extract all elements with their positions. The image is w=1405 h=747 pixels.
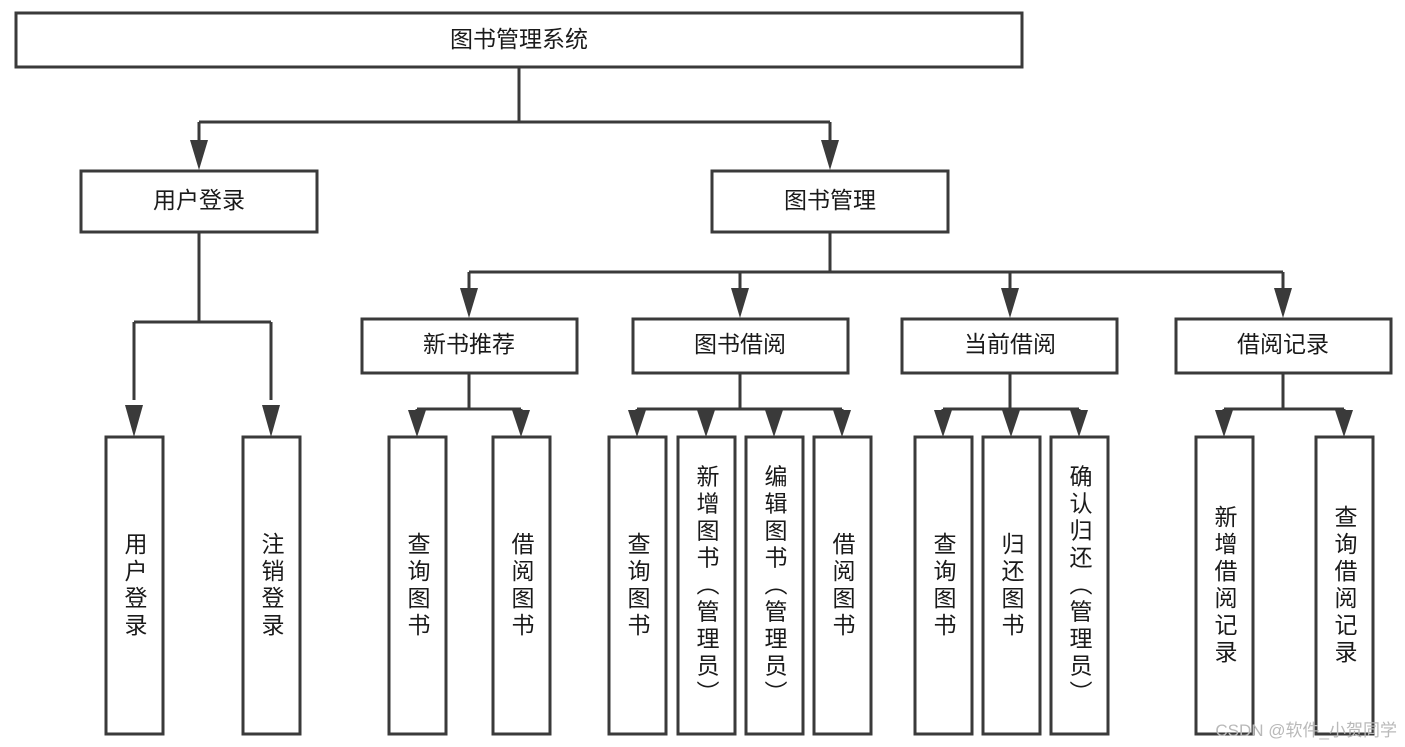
arrow-head-book-manage (821, 140, 839, 170)
node-leaf-query-book-2[interactable]: 查询图书 (607, 435, 668, 736)
arrow-head-borrow-record (1274, 288, 1292, 318)
arrow-head-leaf-return-book (1002, 410, 1020, 437)
node-new-book-recommend[interactable]: 新书推荐 (360, 317, 579, 375)
arrow-head-leaf-borrow-book-2 (833, 410, 851, 437)
arrow-head-new-book-recommend (460, 288, 478, 318)
arrow-head-book-borrow (731, 288, 749, 318)
node-leaf-user-login-label: 用户登录 (121, 532, 148, 640)
arrow-head-leaf-query-book-2 (628, 410, 646, 437)
node-leaf-add-record-label: 新增借阅记录 (1211, 505, 1238, 667)
arrow-head-leaf-query-book-1 (408, 410, 426, 437)
node-leaf-return-book-label: 归还图书 (998, 532, 1025, 640)
arrow-head-leaf-query-record (1335, 410, 1353, 437)
node-borrow-record[interactable]: 借阅记录 (1174, 317, 1393, 375)
node-borrow-record-label: 借阅记录 (1237, 331, 1329, 357)
node-leaf-user-login-box[interactable] (104, 435, 165, 736)
node-current-borrow-label: 当前借阅 (964, 331, 1056, 357)
node-root-label: 图书管理系统 (450, 26, 588, 52)
node-book-borrow-label: 图书借阅 (694, 331, 786, 357)
node-user-login-box[interactable] (79, 169, 319, 234)
node-user-login[interactable]: 用户登录 (79, 169, 319, 234)
node-leaf-edit-book[interactable]: 编辑图书（管理员） (744, 435, 805, 736)
node-leaf-return-book-box[interactable] (981, 435, 1042, 736)
node-current-borrow-box[interactable] (900, 317, 1119, 375)
node-leaf-add-book-label: 新增图书（管理员） (693, 465, 720, 708)
node-leaf-add-book[interactable]: 新增图书（管理员） (676, 435, 737, 736)
node-current-borrow[interactable]: 当前借阅 (900, 317, 1119, 375)
node-leaf-query-book-2-label: 查询图书 (624, 532, 651, 640)
node-leaf-logout[interactable]: 注销登录 (241, 435, 302, 736)
node-book-manage[interactable]: 图书管理 (710, 169, 950, 234)
node-leaf-borrow-book-2-box[interactable] (812, 435, 873, 736)
node-leaf-add-book-box[interactable] (676, 435, 737, 736)
node-new-book-recommend-box[interactable] (360, 317, 579, 375)
arrow-head-leaf-add-book (697, 410, 715, 437)
arrow-head-leaf-add-record (1215, 410, 1233, 437)
node-leaf-query-book-3-label: 查询图书 (930, 532, 957, 640)
node-leaf-edit-book-label: 编辑图书（管理员） (761, 465, 788, 708)
node-leaf-borrow-book-2[interactable]: 借阅图书 (812, 435, 873, 736)
arrow-head-leaf-confirm-return (1070, 410, 1088, 437)
arrow-head-leaf-user-login (125, 405, 143, 437)
node-leaf-borrow-book-2-label: 借阅图书 (829, 532, 856, 640)
arrow-head-leaf-query-book-3 (934, 410, 952, 437)
node-leaf-query-book-1-box[interactable] (387, 435, 448, 736)
node-leaf-return-book[interactable]: 归还图书 (981, 435, 1042, 736)
connector-group (125, 67, 1353, 437)
node-leaf-query-book-1[interactable]: 查询图书 (387, 435, 448, 736)
node-leaf-query-book-1-label: 查询图书 (404, 532, 431, 640)
arrow-head-leaf-logout (262, 405, 280, 437)
node-leaf-query-record[interactable]: 查询借阅记录 (1314, 435, 1375, 736)
node-leaf-add-record[interactable]: 新增借阅记录 (1194, 435, 1255, 736)
node-book-manage-label: 图书管理 (784, 187, 876, 213)
node-user-login-label: 用户登录 (153, 187, 245, 213)
node-leaf-edit-book-box[interactable] (744, 435, 805, 736)
node-leaf-borrow-book-1-label: 借阅图书 (508, 532, 535, 640)
node-root-box[interactable] (14, 11, 1024, 69)
node-leaf-logout-label: 注销登录 (258, 532, 285, 640)
node-book-borrow[interactable]: 图书借阅 (631, 317, 850, 375)
node-leaf-confirm-return-box[interactable] (1049, 435, 1110, 736)
node-leaf-query-record-box[interactable] (1314, 435, 1375, 736)
node-leaf-query-book-3-box[interactable] (913, 435, 974, 736)
node-leaf-user-login[interactable]: 用户登录 (104, 435, 165, 736)
node-leaf-query-book-2-box[interactable] (607, 435, 668, 736)
node-book-borrow-box[interactable] (631, 317, 850, 375)
node-leaf-query-record-label: 查询借阅记录 (1331, 505, 1358, 667)
arrow-head-leaf-borrow-book-1 (512, 410, 530, 437)
node-leaf-query-book-3[interactable]: 查询图书 (913, 435, 974, 736)
node-root[interactable]: 图书管理系统 (14, 11, 1024, 69)
node-book-manage-box[interactable] (710, 169, 950, 234)
node-leaf-confirm-return-label: 确认归还（管理员） (1066, 465, 1093, 708)
node-leaf-add-record-box[interactable] (1194, 435, 1255, 736)
node-leaf-confirm-return[interactable]: 确认归还（管理员） (1049, 435, 1110, 736)
node-new-book-recommend-label: 新书推荐 (423, 331, 515, 357)
arrow-head-user-login (190, 140, 208, 170)
arrow-head-leaf-edit-book (765, 410, 783, 437)
node-borrow-record-box[interactable] (1174, 317, 1393, 375)
node-leaf-borrow-book-1[interactable]: 借阅图书 (491, 435, 552, 736)
node-leaf-borrow-book-1-box[interactable] (491, 435, 552, 736)
node-leaf-logout-box[interactable] (241, 435, 302, 736)
arrow-head-current-borrow (1001, 288, 1019, 318)
